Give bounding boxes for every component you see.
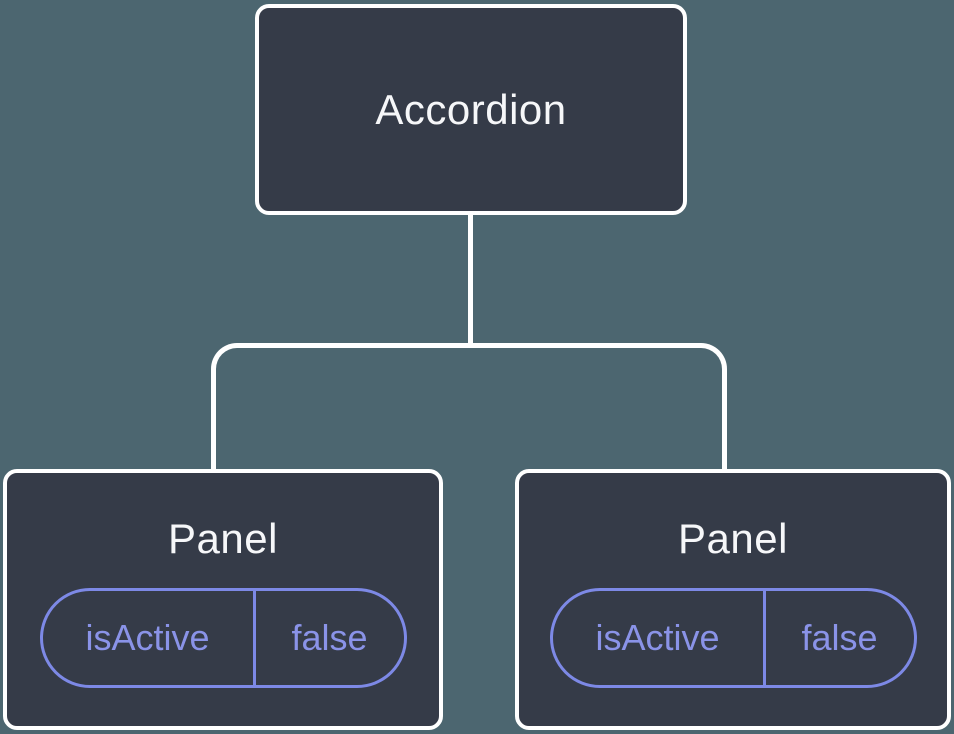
panel-node-left: Panel isActive false [3,469,443,730]
state-pill: isActive false [39,588,407,688]
connector-stem [468,213,473,347]
accordion-node-label: Accordion [375,85,567,133]
connector-branch [211,343,727,469]
state-value-label: false [801,617,878,658]
state-key-label: isActive [43,591,256,685]
panel-node-label: Panel [168,515,278,562]
state-key-label: isActive [553,591,766,685]
state-pill: isActive false [549,588,917,688]
panel-node-right: Panel isActive false [515,469,951,730]
state-value-label: false [291,617,368,658]
accordion-node: Accordion [255,4,687,215]
panel-node-label: Panel [678,515,788,562]
